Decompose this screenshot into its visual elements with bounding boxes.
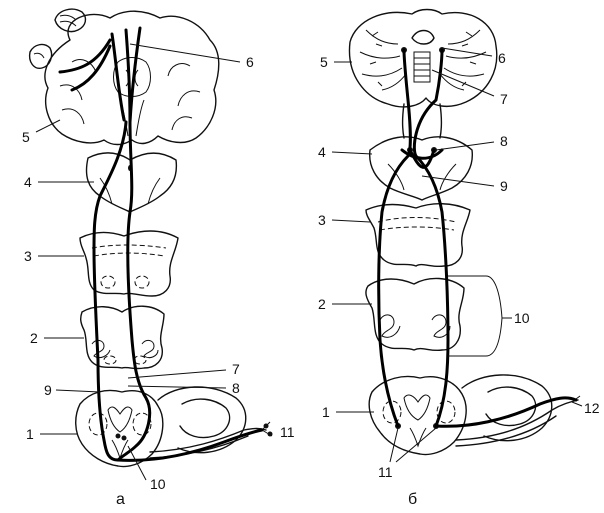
panel-a-label-2: 2	[30, 330, 38, 346]
panel-b-label-6: 6	[498, 50, 506, 66]
panel-b-right-tract	[412, 48, 450, 428]
panel-b-afferent-fiber	[434, 396, 578, 428]
panel-a-leader-9	[55, 389, 101, 393]
panel-a-crossing-tract	[116, 120, 152, 462]
panel-a-descending-tract	[92, 120, 128, 462]
panel-b-label-10: 10	[514, 310, 530, 326]
panel-a-leader-7	[127, 369, 227, 379]
panel-a-label-7: 7	[232, 361, 240, 377]
panel-b-level-1	[368, 374, 583, 456]
panel-b-label-1: 1	[322, 404, 330, 420]
panel-b-level-4	[369, 136, 473, 201]
panel-b-label-12: 12	[584, 400, 600, 416]
panel-b-leader-11a	[389, 427, 399, 463]
panel-a-label-4: 4	[24, 174, 32, 190]
panel-a-label-11: 11	[280, 424, 295, 440]
panel-b-leader-8	[435, 141, 495, 151]
panel-a-leader-5	[35, 119, 61, 133]
panel-a-caption: а	[116, 491, 125, 508]
panel-b-leader-4	[331, 151, 373, 155]
panel-b: б 1 2 3 4 5 6 7 8 9 10 11 12	[318, 8, 600, 508]
panel-a-leader-6	[129, 43, 241, 63]
panel-b-leader-11b	[395, 427, 437, 463]
panel-a-label-1: 1	[26, 426, 34, 442]
panel-a-level-1	[75, 386, 273, 468]
panel-b-leader-3	[331, 219, 371, 223]
panel-b-label-4: 4	[318, 144, 326, 160]
panel-b-left-tract	[377, 48, 412, 428]
panel-a-label-3: 3	[24, 248, 32, 264]
panel-b-caption: б	[408, 491, 417, 508]
panel-a-label-9: 9	[44, 382, 52, 398]
panel-b-peduncle	[401, 103, 443, 139]
panel-b-cerebellum	[348, 8, 498, 108]
panel-b-leader-7	[431, 69, 495, 97]
panel-b-leader-9	[421, 175, 495, 187]
panel-b-bracket-10	[448, 275, 512, 357]
panel-b-decussation	[400, 148, 444, 169]
panel-b-label-9: 9	[500, 178, 508, 194]
panel-b-label-2: 2	[318, 296, 326, 312]
panel-a: а 1 2 3 4 5 6 7 8 9 10 11	[22, 8, 295, 508]
panel-a-leader-10	[127, 445, 147, 481]
panel-a-label-6: 6	[246, 54, 254, 70]
panel-a-label-5: 5	[22, 129, 30, 145]
panel-b-leader-6	[441, 47, 493, 57]
panel-a-brain	[28, 8, 220, 146]
panel-a-leader-8	[127, 385, 227, 389]
panel-b-label-3: 3	[318, 212, 326, 228]
panel-a-label-8: 8	[232, 380, 240, 396]
panel-b-level-3	[365, 203, 471, 268]
panel-b-level-2	[365, 277, 465, 352]
panel-a-label-10: 10	[150, 476, 166, 492]
panel-b-label-7: 7	[500, 91, 508, 107]
panel-b-label-5: 5	[320, 54, 328, 70]
panel-a-level-2	[79, 305, 165, 370]
panel-a-efferent-fiber	[116, 428, 264, 462]
panel-b-label-8: 8	[500, 133, 508, 149]
panel-b-label-11: 11	[378, 464, 393, 480]
panel-a-cortex-fibers	[58, 26, 142, 124]
